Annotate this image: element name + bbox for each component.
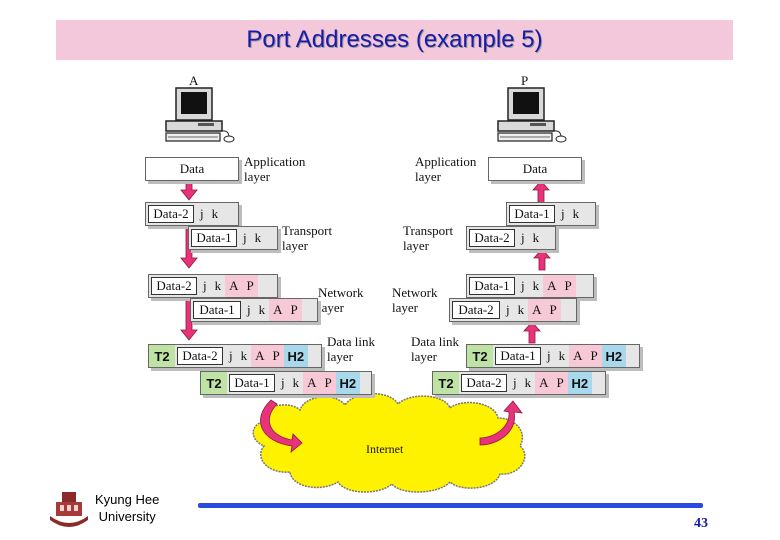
title-bar: Port Addresses (example 5) (56, 20, 733, 60)
university-seal-icon (50, 492, 88, 527)
h2-cell: H2 (601, 345, 626, 367)
computer-p-icon (497, 87, 567, 143)
right-transport-row-1: Data-1 j k (506, 202, 596, 226)
port-k-cell: k (211, 206, 219, 221)
addr-p-cell: P (242, 275, 258, 297)
data1-cell: Data-1 (469, 277, 515, 295)
left-datalink-row-1: T2 Data-2 j k A P H2 (148, 344, 322, 368)
addr-a-cell: A (569, 345, 587, 367)
t2-cell: T2 (433, 372, 459, 394)
t2-cell: T2 (201, 372, 227, 394)
page-number: 43 (694, 516, 708, 531)
right-network-row-2: Data-2 j k A P (449, 298, 577, 322)
addr-a-cell: A (535, 372, 553, 394)
data1-cell: Data-1 (193, 301, 241, 319)
data2-cell: Data-2 (452, 301, 500, 319)
h2-cell: H2 (335, 372, 360, 394)
t2-cell: T2 (467, 345, 493, 367)
h2-cell: H2 (283, 345, 308, 367)
right-datalink-row-2: T2 Data-2 j k A P H2 (432, 371, 606, 395)
internet-cloud-icon (252, 392, 526, 493)
port-j-cell: j (521, 278, 525, 293)
footer-divider (198, 503, 703, 508)
port-k-cell: k (532, 230, 540, 245)
addr-a-cell: A (269, 299, 287, 321)
left-network-row-1: Data-2 j k A P (148, 274, 278, 298)
right-network-row-1: Data-1 j k A P (466, 274, 594, 298)
left-network-row-2: Data-1 j k A P (190, 298, 318, 322)
host-p-label: P (521, 73, 529, 88)
port-k-cell: k (572, 206, 580, 221)
port-k-cell: k (517, 302, 525, 317)
data1-cell: Data-1 (495, 347, 541, 365)
internet-label: Internet (366, 442, 404, 456)
data2-cell: Data-2 (461, 374, 507, 392)
data2-cell: Data-2 (469, 229, 515, 247)
university-name: Kyung Hee University (95, 492, 160, 524)
data2-cell: Data-2 (151, 277, 197, 295)
addr-p-cell: P (545, 299, 561, 321)
data1-cell: Data-1 (191, 229, 237, 247)
computer-a-icon (165, 87, 235, 143)
port-j-cell: j (200, 206, 204, 221)
data-cell: Data (522, 161, 548, 176)
port-j-cell: j (521, 230, 525, 245)
left-transport-row-2: Data-1 j k (188, 226, 278, 250)
addr-a-cell: A (543, 275, 561, 297)
addr-a-cell: A (251, 345, 269, 367)
port-j-cell: j (229, 348, 233, 363)
port-j-cell: j (506, 302, 510, 317)
port-j-cell: j (281, 375, 285, 390)
left-transport-row-1: Data-2 j k (145, 202, 239, 226)
data2-cell: Data-2 (177, 347, 223, 365)
port-j-cell: j (513, 375, 517, 390)
left-app-data-row: Data (145, 157, 239, 181)
host-a-label: A (189, 73, 199, 88)
port-k-cell: k (292, 375, 300, 390)
addr-p-cell: P (560, 275, 576, 297)
t2-cell: T2 (149, 345, 175, 367)
port-k-cell: k (254, 230, 262, 245)
port-j-cell: j (247, 302, 251, 317)
h2-cell: H2 (567, 372, 592, 394)
addr-a-cell: A (303, 372, 321, 394)
addr-p-cell: P (320, 372, 336, 394)
port-j-cell: j (203, 278, 207, 293)
data1-cell: Data-1 (509, 205, 555, 223)
port-k-cell: k (240, 348, 248, 363)
data-cell: Data (179, 161, 205, 176)
page-title: Port Addresses (example 5) (246, 26, 543, 53)
right-datalink-row-1: T2 Data-1 j k A P H2 (466, 344, 640, 368)
port-k-cell: k (558, 348, 566, 363)
addr-p-cell: P (268, 345, 284, 367)
addr-a-cell: A (225, 275, 243, 297)
port-j-cell: j (243, 230, 247, 245)
addr-p-cell: P (286, 299, 302, 321)
flow-arrows (180, 175, 551, 453)
data2-cell: Data-2 (148, 205, 194, 223)
port-k-cell: k (258, 302, 266, 317)
data1-cell: Data-1 (229, 374, 275, 392)
port-j-cell: j (547, 348, 551, 363)
port-j-cell: j (561, 206, 565, 221)
port-k-cell: k (532, 278, 540, 293)
port-k-cell: k (524, 375, 532, 390)
addr-p-cell: P (552, 372, 568, 394)
right-transport-row-2: Data-2 j k (466, 226, 556, 250)
right-app-data-row: Data (488, 157, 582, 181)
port-k-cell: k (214, 278, 222, 293)
addr-p-cell: P (586, 345, 602, 367)
addr-a-cell: A (528, 299, 546, 321)
left-datalink-row-2: T2 Data-1 j k A P H2 (200, 371, 372, 395)
